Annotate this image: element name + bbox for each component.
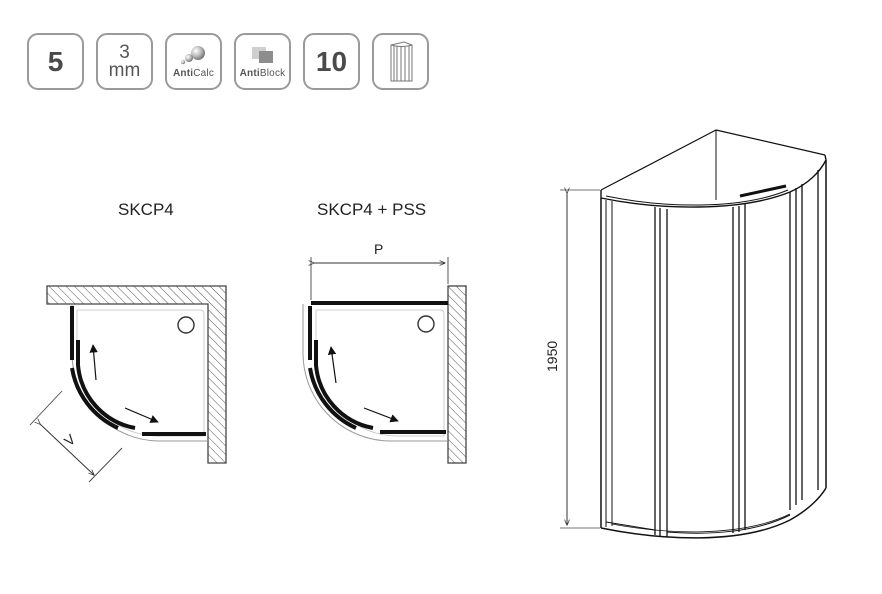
- left-plan-door-panel: [76, 340, 136, 430]
- enclosure-top-frame: [600, 154, 827, 208]
- left-plan-arrow-up: [89, 344, 98, 381]
- glass-thickness-badge: 3 mm: [96, 33, 153, 90]
- warranty-years-value: 5: [47, 45, 64, 77]
- left-plan-view: [29, 285, 227, 483]
- right-plan-drain-icon: [417, 315, 435, 333]
- anticalc-badge: AntiCalc: [165, 33, 222, 90]
- left-plan-drain-icon: [177, 316, 195, 334]
- left-plan-arrow-right: [124, 407, 159, 423]
- left-plan-title: SKCP4: [118, 200, 174, 219]
- right-plan-arrow-right: [363, 407, 399, 423]
- right-plan-tray-outer: [302, 304, 448, 442]
- guarantee-badge: 10: [303, 33, 360, 90]
- enclosure-type-badge: [372, 33, 429, 90]
- right-plan-dimension-label: P: [374, 241, 384, 257]
- left-plan-wall: [46, 285, 227, 464]
- right-plan-view: [302, 257, 467, 464]
- shower-enclosure-icon: [390, 40, 412, 81]
- enclosure-3d-view: [560, 129, 827, 539]
- left-plan-dimension-line: [40, 424, 94, 475]
- enclosure-top-wall-edge: [600, 129, 826, 191]
- antiblock-badge: AntiBlock: [234, 33, 291, 90]
- right-plan-door-panel: [314, 340, 374, 430]
- feature-badges: 5 3 mm AntiCalc AntiBlock: [27, 33, 437, 97]
- guarantee-value: 10: [315, 45, 348, 77]
- right-plan-title: SKCP4 + PSS: [317, 200, 427, 219]
- antiblock-squares-icon: [251, 47, 273, 63]
- anticalc-drops-icon: [180, 46, 205, 65]
- glass-thickness-value: 3: [119, 42, 130, 63]
- glass-thickness-unit: mm: [108, 60, 141, 81]
- warranty-years-badge: 5: [27, 33, 84, 90]
- right-plan-arrow-up: [327, 346, 337, 384]
- enclosure-bottom-frame: [600, 487, 827, 539]
- anticalc-label: AntiCalc: [172, 68, 215, 79]
- right-plan-wall: [447, 285, 467, 464]
- antiblock-label: AntiBlock: [239, 68, 286, 79]
